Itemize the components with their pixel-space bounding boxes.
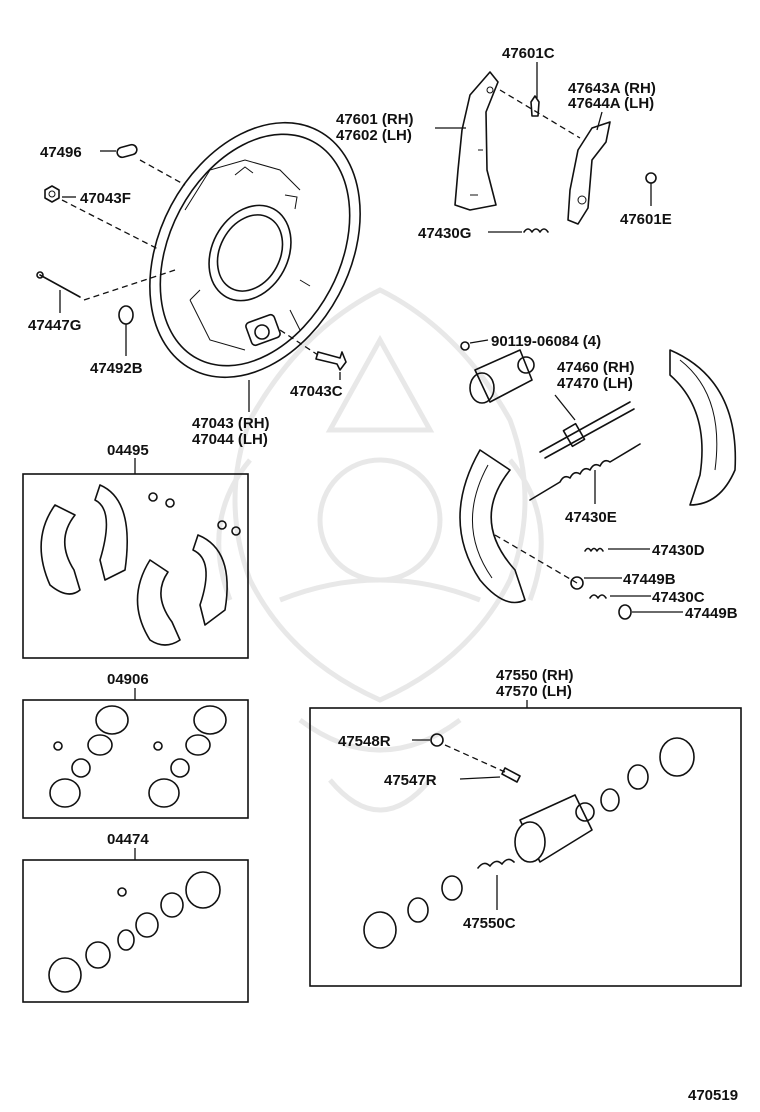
dash-shoe — [494, 534, 578, 584]
label-47601c: 47601C — [502, 45, 555, 62]
part-47496 — [116, 143, 138, 159]
label-47570: 47570 (LH) — [496, 683, 572, 700]
dashed-leaders-left — [61, 159, 319, 356]
label-47449b-1: 47449B — [623, 571, 676, 588]
backing-plate — [149, 121, 361, 379]
small-springs-right — [570, 547, 632, 620]
label-47043: 47043 (RH) — [192, 415, 270, 432]
spring-47430g — [523, 228, 549, 233]
label-47447g: 47447G — [28, 317, 81, 334]
label-47602: 47602 (LH) — [336, 127, 412, 144]
label-47430g: 47430G — [418, 225, 471, 242]
label-47644a: 47644A (LH) — [568, 95, 654, 112]
kit-box-04495 — [22, 473, 249, 659]
brake-shoe-left — [459, 449, 526, 604]
parking-lever — [454, 71, 499, 211]
kit-04495-contents — [40, 484, 241, 646]
label-47643a: 47643A (RH) — [568, 80, 656, 97]
brake-shoe-right — [669, 349, 737, 506]
label-04495: 04495 — [107, 442, 149, 459]
label-47601: 47601 (RH) — [336, 111, 414, 128]
label-47449b-2: 47449B — [685, 605, 738, 622]
kit-04474-contents — [48, 871, 221, 993]
label-47430e: 47430E — [565, 509, 617, 526]
wheel-cylinder-exploded — [363, 733, 695, 949]
label-47043c: 47043C — [290, 383, 343, 400]
label-47492b: 47492B — [90, 360, 143, 377]
part-47043f — [44, 185, 60, 203]
part-47601e — [645, 172, 657, 184]
label-47430d: 47430D — [652, 542, 705, 559]
adjuster-strut — [539, 401, 635, 459]
label-47496: 47496 — [40, 144, 82, 161]
label-47601e: 47601E — [620, 211, 672, 228]
label-04906: 04906 — [107, 671, 149, 688]
label-47044: 47044 (LH) — [192, 431, 268, 448]
part-47043c — [315, 351, 347, 371]
dash-lever-link — [499, 89, 581, 139]
part-47492b — [118, 305, 134, 325]
label-90119: 90119-06084 (4) — [491, 333, 601, 350]
label-04474: 04474 — [107, 831, 149, 848]
watermark — [216, 287, 544, 813]
label-47547r: 47547R — [384, 772, 437, 789]
leader-lines — [59, 62, 683, 910]
kit-04906-contents — [49, 705, 227, 808]
spring-47430e — [529, 443, 641, 501]
adjuster-lever — [567, 121, 611, 225]
label-47043f: 47043F — [80, 190, 131, 207]
dash-bleeder — [444, 744, 506, 773]
label-47548r: 47548R — [338, 733, 391, 750]
labels: 47601C 47643A (RH) 47644A (LH) 47601 (RH… — [28, 45, 738, 1104]
label-47550c: 47550C — [463, 915, 516, 932]
label-47460: 47460 (RH) — [557, 359, 635, 376]
part-47447g — [36, 271, 81, 298]
wheel-cylinder-top — [460, 341, 535, 404]
kit-box-47550 — [309, 707, 742, 987]
label-47470: 47470 (LH) — [557, 375, 633, 392]
label-47430c: 47430C — [652, 589, 705, 606]
label-470519: 470519 — [688, 1087, 738, 1104]
clip-47601c — [530, 95, 540, 117]
label-47550: 47550 (RH) — [496, 667, 574, 684]
